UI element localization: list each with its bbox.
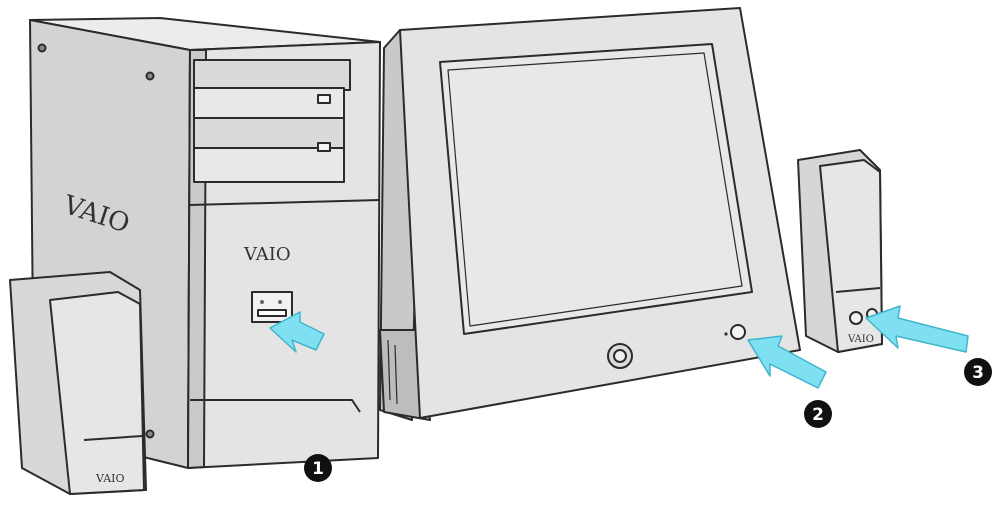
side-screw-mid (147, 73, 154, 80)
monitor-power-button (731, 325, 745, 339)
speaker-jack (850, 312, 862, 324)
callout-3-number: 3 (972, 363, 984, 383)
callout-1-number: 1 (312, 459, 324, 479)
callout-2-number: 2 (812, 405, 824, 425)
monitor-power-indicator (724, 332, 727, 335)
callout-3: 3 (964, 358, 992, 386)
speaker-right-logo: VAIO (847, 334, 874, 345)
side-screw-bottom (147, 431, 154, 438)
callout-2: 2 (804, 400, 832, 428)
tower-front-logo: VAIO (243, 244, 291, 265)
tower-front-port (252, 292, 292, 322)
speaker-left-logo: VAIO (95, 472, 125, 485)
monitor-screen (440, 44, 752, 334)
monitor (380, 8, 800, 420)
port-led-2 (278, 300, 282, 304)
eject-button-2 (318, 143, 330, 151)
eject-button-1 (318, 95, 330, 103)
side-screw-top (39, 45, 46, 52)
speaker-left (10, 272, 146, 494)
drive-bay-4 (194, 148, 344, 182)
port-slot (258, 310, 286, 316)
callout-1: 1 (304, 454, 332, 482)
port-led-1 (260, 300, 264, 304)
drive-bay-1 (194, 60, 350, 90)
monitor-center-emblem-inner (614, 350, 626, 362)
